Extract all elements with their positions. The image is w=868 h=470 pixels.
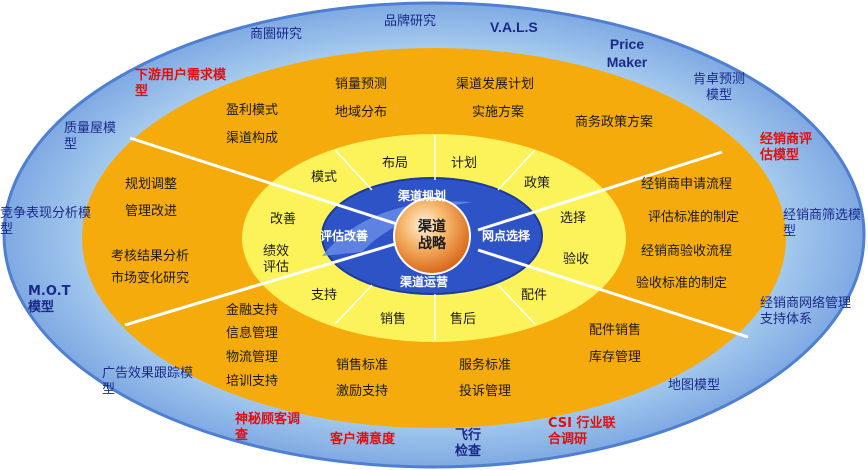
middle-bottom-label: 销售标准	[336, 358, 389, 373]
middle-top-label: 渠道发展计划	[456, 77, 535, 92]
outer-bottom-label: 飞行检查	[455, 428, 482, 460]
center-segment-label: 渠道规划	[398, 189, 447, 203]
middle-bottom-label: 投诉管理	[459, 384, 512, 399]
outer-top-label: 品牌研究	[384, 14, 437, 29]
middle-right-label: 评估标准的制定	[648, 210, 740, 225]
outer-left-label: M.O.T 模型	[28, 284, 71, 316]
outer-top-label: 商圈研究	[250, 27, 303, 42]
center-segment-label: 渠道运营	[400, 275, 449, 289]
middle-left-label: 管理改进	[125, 204, 178, 219]
outer-right-label: 经销商筛选模型	[783, 208, 862, 240]
inner-segment-label: 配件	[521, 288, 548, 303]
middle-bottom-label: 库存管理	[589, 350, 642, 365]
middle-bottom-label: 金融支持	[226, 303, 279, 318]
center-segment-label: 网点选择	[482, 229, 531, 243]
middle-bottom-label: 物流管理	[226, 350, 279, 365]
inner-segment-label: 验收	[563, 252, 590, 267]
middle-bottom-label: 激励支持	[336, 384, 389, 399]
outer-bottom-label: CSI 行业联合调研	[548, 416, 616, 448]
outer-left-label: 竞争表现分析模型	[0, 206, 92, 238]
middle-top-label: 渠道构成	[226, 131, 279, 146]
inner-segment-label: 改善	[270, 212, 297, 227]
middle-top-label: 盈利模式	[226, 103, 279, 118]
core-label: 渠道战略	[418, 219, 446, 252]
outer-right-label: 经销商网络管理支持体系	[760, 296, 852, 328]
middle-right-label: 经销商申请流程	[641, 177, 733, 192]
inner-segment-label: 政策	[524, 176, 551, 191]
outer-bottom-label: 客户满意度	[330, 432, 396, 447]
middle-top-label: 销量预测	[335, 77, 388, 92]
middle-bottom-label: 配件销售	[589, 323, 642, 338]
divider-lines	[124, 136, 749, 339]
outer-left-label: 下游用户需求模型	[135, 68, 227, 100]
middle-left-label: 规划调整	[125, 177, 178, 192]
outer-right-label: 地图模型	[668, 378, 721, 393]
middle-bottom-label: 培训支持	[226, 374, 279, 389]
outer-right-label: 经销商评估模型	[760, 132, 813, 164]
outer-top-label: V.A.L.S	[490, 19, 538, 35]
middle-top-label: 地域分布	[335, 105, 388, 120]
middle-right-label: 经销商验收流程	[641, 244, 733, 259]
outer-top-label: Price Maker	[606, 36, 648, 70]
inner-segment-label: 模式	[311, 170, 338, 185]
inner-segment-label: 销售	[380, 312, 407, 327]
middle-bottom-label: 信息管理	[226, 326, 279, 341]
inner-segment-label: 绩效评估	[263, 244, 290, 276]
middle-right-label: 验收标准的制定	[636, 276, 728, 291]
middle-bottom-label: 服务标准	[459, 358, 512, 373]
inner-segment-label: 计划	[451, 156, 478, 171]
middle-top-label: 实施方案	[472, 105, 525, 120]
center-segment-label: 评估改善	[320, 229, 369, 243]
middle-top-label: 商务政策方案	[574, 115, 653, 130]
inner-segment-label: 支持	[311, 288, 338, 303]
inner-segment-label: 售后	[450, 312, 477, 327]
inner-segment-label: 布局	[382, 156, 409, 171]
center-swoosh	[322, 201, 472, 256]
inner-spokes	[334, 135, 536, 340]
outer-bottom-label: 神秘顾客调查	[235, 412, 301, 444]
middle-left-label: 考核结果分析	[111, 249, 190, 264]
outer-left-label: 质量屋模型	[64, 121, 117, 153]
inner-segment-label: 选择	[560, 211, 587, 226]
outer-left-label: 广告效果跟踪模型	[102, 366, 194, 398]
middle-left-label: 市场变化研究	[111, 271, 190, 286]
outer-right-label: 肯卓预测模型	[692, 72, 745, 104]
core-orb	[393, 197, 471, 275]
